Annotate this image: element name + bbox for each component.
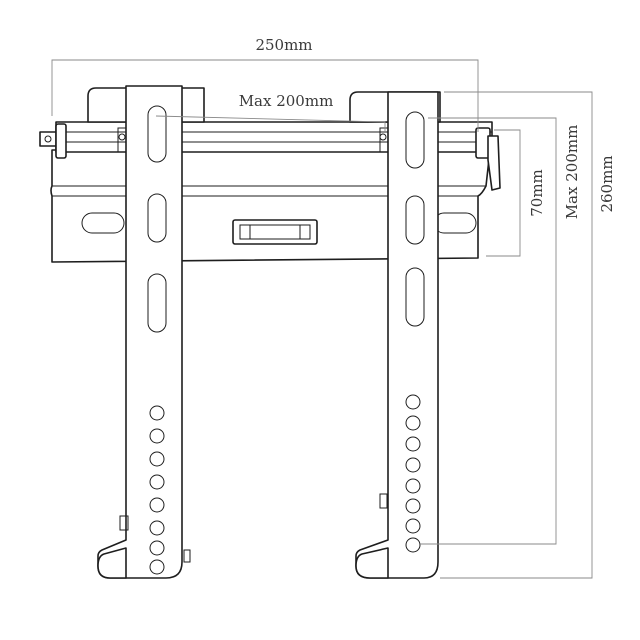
right-release-strap [487, 135, 501, 191]
dimension-label-max-200mm-horizontal: Max 200mm [239, 92, 334, 110]
dimension-overall-height: 260mm [440, 91, 616, 579]
right-vertical-arm [349, 91, 441, 579]
left-vertical-arm [87, 85, 205, 579]
dimension-label-260mm: 260mm [598, 155, 616, 212]
left-arm-holes [149, 405, 165, 575]
dimension-label-max-200mm-vertical: Max 200mm [563, 125, 581, 220]
dimension-vesa-horizontal: Max 200mm [155, 92, 386, 132]
dimension-tilt-plate-height: 70mm [486, 129, 546, 257]
right-arm-holes [405, 394, 421, 553]
dimension-vesa-vertical: Max 200mm [420, 117, 581, 545]
dimension-overall-width: 250mm [51, 36, 479, 132]
center-lock-clip [232, 219, 318, 245]
wall-plate-slot-left [81, 212, 125, 234]
left-rail-bracket [55, 123, 67, 159]
dimension-label-250mm: 250mm [255, 36, 312, 54]
left-rail-knob [39, 131, 57, 147]
dimension-label-70mm: 70mm [528, 169, 546, 217]
